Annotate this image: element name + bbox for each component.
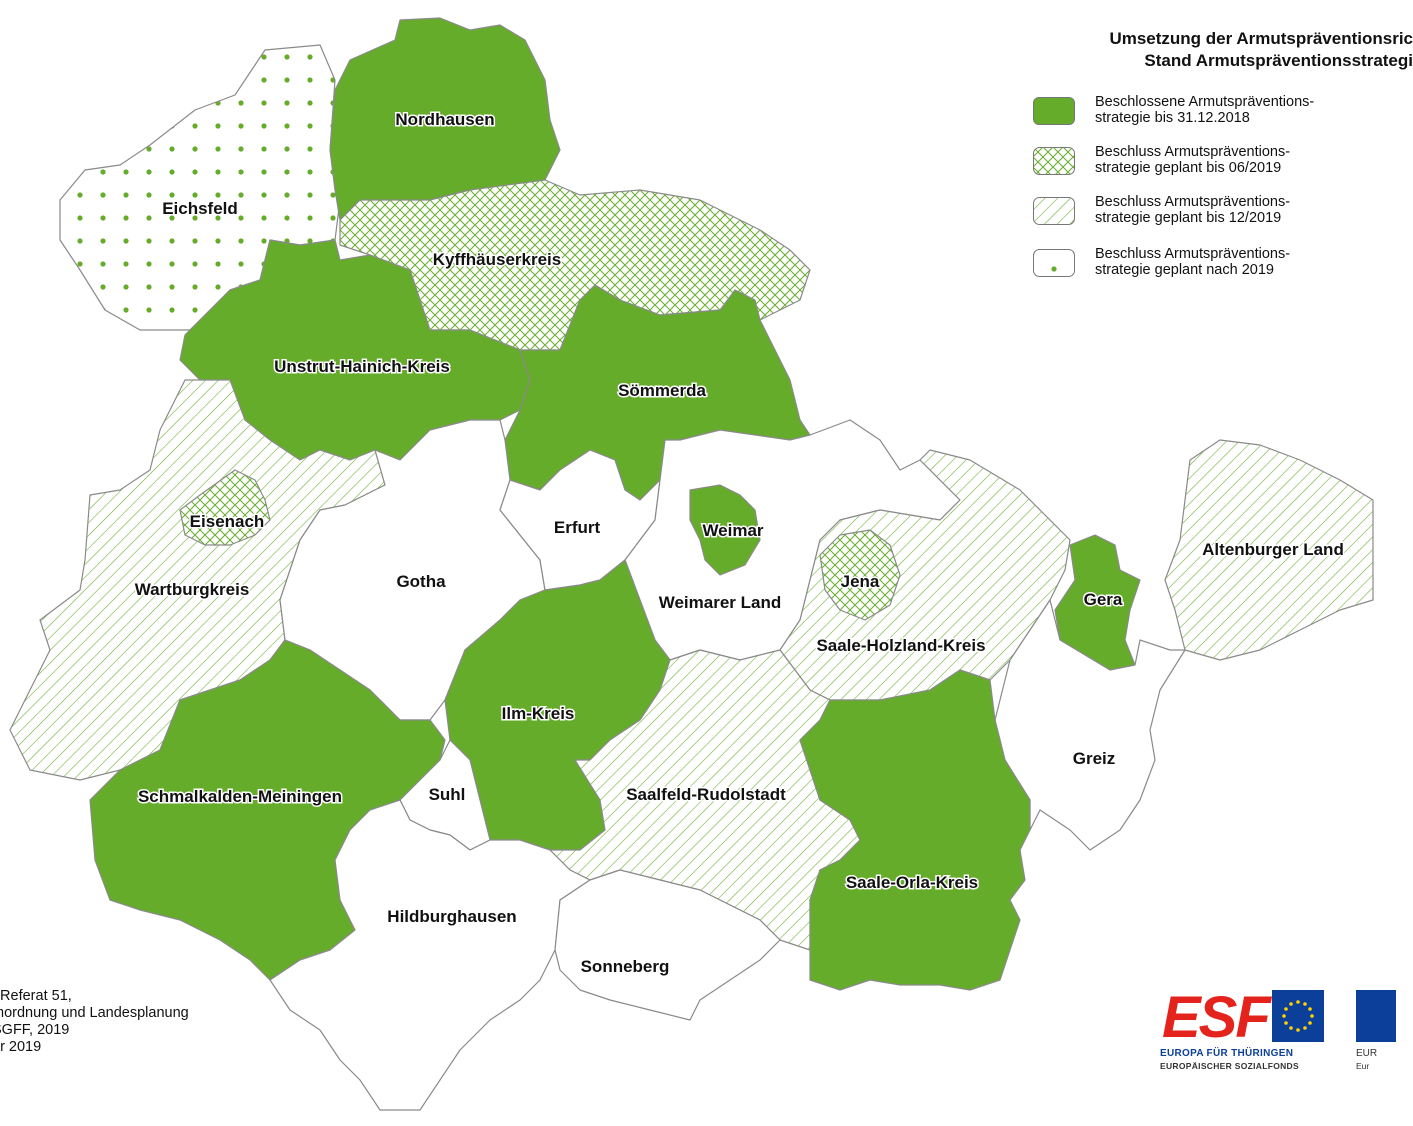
thueringen-map: Nordhausen Eichsfeld Kyffhäuserkreis Uns… [9,17,1374,1111]
label-soemmerda: Sömmerda [618,381,706,400]
credits-line2: mordnung und Landesplanung [0,1005,189,1021]
label-erfurt: Erfurt [554,518,601,537]
credits-line1: , Referat 51, [0,988,72,1004]
label-sonneberg: Sonneberg [581,957,670,976]
legend-title: Umsetzung der Armutspräventionsric Stand… [930,28,1413,72]
swatch-diagonal [1033,197,1075,225]
region-eisenach [179,469,271,546]
eu-flag-icon [1356,990,1396,1042]
label-gotha: Gotha [396,572,446,591]
label-schmalkalden-meiningen: Schmalkalden-Meiningen [138,787,342,806]
label-ilm-kreis: Ilm-Kreis [502,704,575,723]
legend-item-line1: Beschluss Armutspräventions- [1095,194,1291,210]
region-weimar [689,484,761,576]
region-gera [1054,534,1141,671]
label-gera: Gera [1084,590,1123,609]
esf-subtitle2: EUROPÄISCHER SOZIALFONDS [1160,1061,1299,1071]
region-altenburger-land [1164,439,1374,661]
legend-item-line1: Beschlossene Armutspräventions- [1095,94,1315,110]
region-eichsfeld [59,44,341,331]
label-altenburger-land: Altenburger Land [1202,540,1344,559]
legend-title-line2: Stand Armutspräventionsstrategi [1144,51,1413,70]
label-eisenach: Eisenach [190,512,265,531]
eu-subtitle2: Eur [1356,1061,1370,1071]
swatch-crosshatch [1033,147,1075,175]
credits-line3: SGFF, 2019 [0,1022,70,1038]
label-nordhausen: Nordhausen [395,110,494,129]
swatch-solid [1033,97,1075,125]
label-saale-orla-kreis: Saale-Orla-Kreis [846,873,978,892]
label-eichsfeld: Eichsfeld [162,199,238,218]
label-unstrut-hainich-kreis: Unstrut-Hainich-Kreis [274,357,450,376]
label-weimarer-land: Weimarer Land [659,593,782,612]
label-wartburgkreis: Wartburgkreis [135,580,250,599]
legend-item-line1: Beschluss Armutspräventions- [1095,246,1291,262]
legend-item-line1: Beschluss Armutspräventions- [1095,144,1291,160]
label-kyffhaeuserkreis: Kyffhäuserkreis [433,250,562,269]
label-greiz: Greiz [1073,749,1116,768]
region-hildburghausen [269,799,591,1111]
label-weimar: Weimar [702,521,763,540]
esf-wordmark: ESF [1162,985,1271,1050]
eu-flag-icon [1272,990,1324,1042]
region-sonneberg [554,869,781,1021]
legend-item-line2: strategie geplant bis 06/2019 [1095,160,1282,176]
label-jena: Jena [841,572,880,591]
legend-item-line2: strategie geplant bis 12/2019 [1095,210,1282,226]
esf-logo: ESF EUROPA FÜR THÜRINGEN EUROPÄISCHER SO… [1160,985,1396,1126]
esf-subtitle: EUROPA FÜR THÜRINGEN [1160,1048,1294,1059]
legend-item-line2: strategie bis 31.12.2018 [1095,110,1250,126]
swatch-dots [1033,249,1075,277]
region-saale-orla-kreis [799,669,1031,991]
label-saalfeld-rudolstadt: Saalfeld-Rudolstadt [626,785,786,804]
label-suhl: Suhl [429,785,466,804]
label-saale-holzland-kreis: Saale-Holzland-Kreis [816,636,985,655]
legend-title-line1: Umsetzung der Armutspräventionsric [1109,29,1413,48]
legend-item-line2: strategie geplant nach 2019 [1095,262,1274,278]
legend: Umsetzung der Armutspräventionsric Stand… [930,28,1413,298]
label-hildburghausen: Hildburghausen [387,907,516,926]
region-jena [819,529,901,621]
eu-subtitle: EUR [1356,1048,1378,1059]
credits-line4: ar 2019 [0,1039,42,1055]
source-credits: , Referat 51, mordnung und Landesplanung… [0,988,300,1056]
